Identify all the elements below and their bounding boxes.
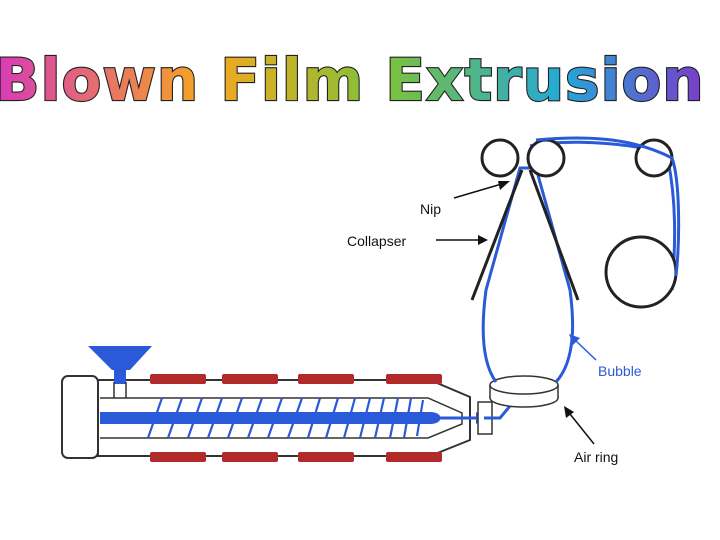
slide-title: Blown Film Extrusion: [0, 46, 705, 114]
label-collapser: Collapser: [347, 233, 406, 249]
winder-roll: [604, 235, 678, 309]
arrowhead-nip: [498, 181, 510, 190]
heater-band-top: [386, 374, 442, 384]
heater-band-bottom: [222, 452, 278, 462]
title-word-blown: Blown: [0, 46, 220, 114]
die-feed: [484, 405, 512, 420]
air-ring-top: [489, 375, 559, 395]
title-word-extrusion: Extrusion: [385, 46, 704, 114]
air-ring: [489, 375, 559, 408]
heater-band-top: [150, 374, 206, 384]
arrowhead-air-ring: [564, 406, 574, 418]
screw-core: [100, 412, 441, 424]
heater-band-bottom: [150, 452, 206, 462]
label-air-ring: Air ring: [574, 449, 618, 465]
hopper: [88, 346, 152, 370]
heater-bands: [150, 374, 442, 462]
label-nip: Nip: [420, 201, 441, 217]
hopper-neck: [114, 370, 126, 384]
heater-band-top: [222, 374, 278, 384]
nip-roller-right: [526, 138, 566, 178]
collapser: [470, 169, 580, 301]
nip-roller-left: [480, 138, 520, 178]
callouts: Nip Collapser Bubble Air ring: [347, 181, 642, 465]
heater-band-bottom: [298, 452, 354, 462]
title-word-film: Film: [220, 46, 385, 114]
film-wrap: [535, 136, 681, 277]
extruder: [61, 346, 512, 462]
heater-band-bottom: [386, 452, 442, 462]
feed-throat: [113, 382, 127, 398]
arrowhead-collapser: [478, 235, 488, 245]
heater-band-top: [298, 374, 354, 384]
arrowhead-bubble: [569, 334, 580, 345]
drive-motor: [61, 375, 99, 459]
screw-flights: [146, 397, 425, 439]
label-bubble: Bubble: [598, 363, 642, 379]
